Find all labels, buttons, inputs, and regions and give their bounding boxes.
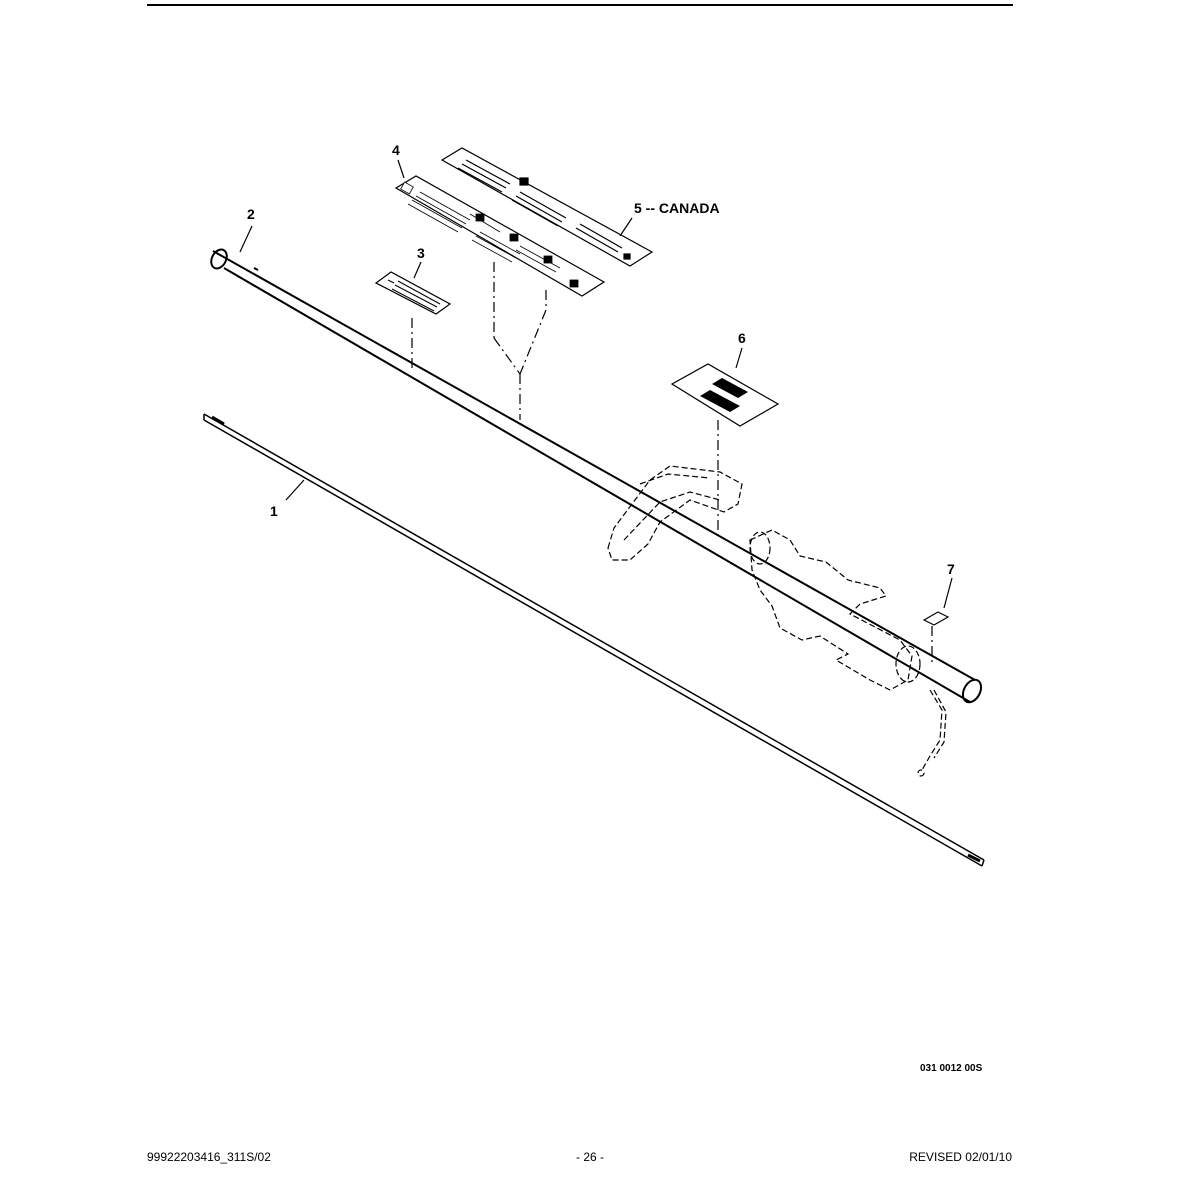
drawing-code: 031 0012 00S <box>920 1063 983 1074</box>
tag-label <box>922 611 950 626</box>
brand-decal <box>670 363 780 427</box>
front-handle <box>607 465 743 561</box>
callout-3: 3 <box>417 245 425 261</box>
callout-5: 5 -- CANADA <box>634 200 720 216</box>
warning-label-small <box>374 271 452 315</box>
callout-2: 2 <box>247 206 255 222</box>
throttle-housing <box>749 529 947 777</box>
main-pipe <box>210 248 983 704</box>
leader-lines <box>411 262 933 662</box>
callout-1: 1 <box>270 503 278 519</box>
page-number: - 26 - <box>575 1150 604 1164</box>
safety-label-large <box>394 175 606 297</box>
canada-label <box>440 147 654 267</box>
revision-date: REVISED 02/01/10 <box>909 1150 1012 1164</box>
callout-pointers <box>239 159 953 609</box>
callout-labels: 1 2 3 4 5 -- CANADA 6 7 <box>247 142 955 577</box>
callout-6: 6 <box>738 330 746 346</box>
callout-7: 7 <box>947 561 955 577</box>
document-number: 99922203416_311S/02 <box>147 1150 271 1164</box>
drive-shaft <box>203 413 985 867</box>
callout-4: 4 <box>392 142 400 158</box>
top-rule <box>147 4 1013 6</box>
